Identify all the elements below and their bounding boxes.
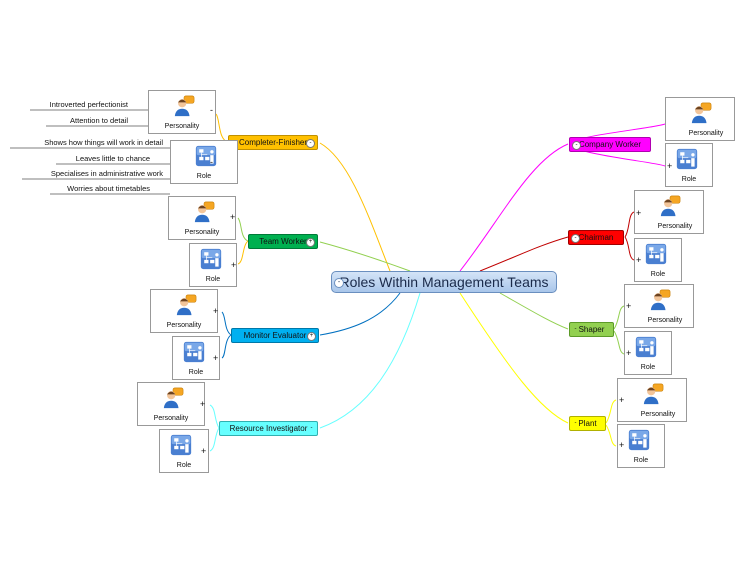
- expand-toggle[interactable]: +: [626, 348, 632, 358]
- topic-label: Shaper: [578, 325, 605, 334]
- card-role[interactable]: Role: [189, 243, 237, 287]
- card-personality[interactable]: Personality: [634, 190, 704, 234]
- org-chart-icon: [170, 434, 192, 456]
- card-label: Role: [681, 176, 697, 183]
- topic-label: Resource Investigator: [229, 424, 308, 433]
- person-speech-icon: [176, 294, 197, 316]
- expand-toggle[interactable]: +: [200, 399, 206, 409]
- card-role[interactable]: Role: [634, 238, 682, 282]
- card-label: Personality: [688, 130, 724, 137]
- collapse-toggle[interactable]: -: [572, 141, 581, 150]
- card-label: Personality: [164, 123, 200, 130]
- card-role[interactable]: Role: [172, 336, 220, 380]
- person-speech-icon: [194, 201, 215, 223]
- person-speech-icon: [643, 383, 664, 405]
- org-chart-icon: [635, 336, 657, 358]
- card-label: Personality: [647, 317, 683, 324]
- card-label: Role: [188, 369, 204, 376]
- card-personality[interactable]: Personality: [148, 90, 216, 134]
- collapse-toggle[interactable]: -: [210, 157, 213, 167]
- topic-label: Chairman: [578, 233, 614, 242]
- topic-label: Completer-Finisher: [238, 138, 308, 147]
- org-chart-icon: [195, 145, 217, 167]
- topic-completer-finisher[interactable]: Completer-Finisher -: [228, 135, 318, 150]
- card-role[interactable]: Role: [617, 424, 665, 468]
- topic-label: Plant: [578, 419, 597, 428]
- card-label: Role: [633, 457, 649, 464]
- card-personality[interactable]: Personality: [168, 196, 236, 240]
- card-label: Role: [205, 276, 221, 283]
- note-item: Introverted perfectionist: [49, 100, 128, 109]
- card-personality[interactable]: Personality: [624, 284, 694, 328]
- card-label: Personality: [640, 411, 676, 418]
- org-chart-icon: [628, 429, 650, 451]
- card-label: Personality: [166, 322, 202, 329]
- collapse-toggle[interactable]: -: [306, 139, 315, 148]
- expand-toggle[interactable]: +: [636, 208, 642, 218]
- collapse-toggle[interactable]: -: [210, 105, 213, 115]
- card-role[interactable]: Role: [665, 143, 713, 187]
- person-speech-icon: [174, 95, 195, 117]
- person-speech-icon: [660, 195, 681, 217]
- collapse-toggle[interactable]: -: [574, 326, 577, 332]
- expand-toggle[interactable]: +: [626, 301, 632, 311]
- expand-toggle[interactable]: +: [636, 255, 642, 265]
- topic-resource-investigator[interactable]: Resource Investigator -: [219, 421, 318, 436]
- expand-toggle[interactable]: +: [230, 212, 236, 222]
- topic-chairman[interactable]: - Chairman: [568, 230, 624, 245]
- person-speech-icon: [163, 387, 184, 409]
- card-label: Personality: [657, 223, 693, 230]
- note-item: Worries about timetables: [67, 184, 150, 193]
- topic-label: Monitor Evaluator: [243, 331, 307, 340]
- org-chart-icon: [645, 243, 667, 265]
- card-personality[interactable]: Personality: [617, 378, 687, 422]
- card-role[interactable]: Role: [170, 140, 238, 184]
- card-personality[interactable]: Personality: [137, 382, 205, 426]
- person-speech-icon: [691, 102, 712, 124]
- collapse-toggle[interactable]: -: [571, 234, 580, 243]
- topic-shaper[interactable]: - Shaper: [569, 322, 614, 337]
- topic-label: Company Worker: [578, 140, 642, 149]
- topic-company-worker[interactable]: - Company Worker: [569, 137, 651, 152]
- card-label: Role: [196, 173, 212, 180]
- collapse-toggle[interactable]: -: [310, 425, 313, 431]
- org-chart-icon: [676, 148, 698, 170]
- note-item: Specialises in administrative work: [50, 169, 163, 178]
- card-personality[interactable]: Personality: [665, 97, 735, 141]
- card-label: Personality: [184, 229, 220, 236]
- expand-toggle[interactable]: +: [619, 440, 625, 450]
- expand-toggle[interactable]: +: [201, 446, 207, 456]
- note-item: Shows how things will work in detail: [44, 138, 163, 147]
- collapse-toggle[interactable]: -: [334, 278, 344, 288]
- card-label: Role: [650, 271, 666, 278]
- note-item: Leaves little to chance: [75, 154, 150, 163]
- org-chart-icon: [183, 341, 205, 363]
- topic-monitor-evaluator[interactable]: Monitor Evaluator +: [231, 328, 319, 343]
- expand-toggle[interactable]: +: [307, 332, 316, 341]
- card-role[interactable]: Role: [159, 429, 209, 473]
- expand-toggle[interactable]: +: [619, 395, 625, 405]
- expand-toggle[interactable]: +: [231, 260, 237, 270]
- topic-plant[interactable]: - Plant: [569, 416, 606, 431]
- card-label: Role: [176, 462, 192, 469]
- expand-toggle[interactable]: +: [667, 161, 673, 171]
- expand-toggle[interactable]: +: [213, 306, 219, 316]
- central-topic[interactable]: - Roles Within Management Teams: [331, 271, 557, 293]
- central-title: Roles Within Management Teams: [339, 274, 549, 290]
- expand-toggle[interactable]: +: [306, 238, 315, 247]
- topic-team-worker[interactable]: Team Worker +: [248, 234, 318, 249]
- expand-toggle[interactable]: +: [213, 353, 219, 363]
- card-label: Personality: [153, 415, 189, 422]
- collapse-toggle[interactable]: -: [574, 420, 577, 426]
- card-personality[interactable]: Personality: [150, 289, 218, 333]
- card-label: Role: [640, 364, 656, 371]
- card-role[interactable]: Role: [624, 331, 672, 375]
- person-speech-icon: [650, 289, 671, 311]
- topic-label: Team Worker: [259, 237, 307, 246]
- note-item: Attention to detail: [70, 116, 128, 125]
- org-chart-icon: [200, 248, 222, 270]
